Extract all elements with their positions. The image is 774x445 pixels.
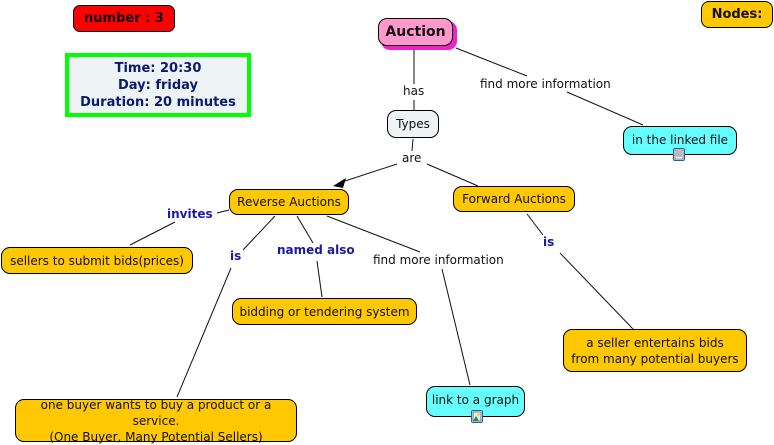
link-invites[interactable]: invites [165,207,215,221]
duration-text: Duration: 20 minutes [80,95,236,110]
line-auction-findmore [455,47,528,77]
seller-line2: from many potential buyers [571,351,739,366]
image-icon[interactable] [471,410,483,423]
line-are-forward [426,163,479,187]
concept-reverse-auctions[interactable]: Reverse Auctions [229,189,349,215]
line-findmore-graph [441,268,471,386]
line-reverse-findmore [326,215,421,253]
line-are-reverse [341,163,398,183]
time-text: Time: 20:30 [114,61,202,76]
concept-types[interactable]: Types [387,110,439,138]
link-is-reverse[interactable]: is [228,249,244,263]
seller-line1: a seller entertains bids [586,335,724,350]
link-find-more-top[interactable]: find more information [478,77,613,91]
link-has[interactable]: has [401,84,427,98]
line-types-are [411,138,414,152]
line-is-seller [559,252,634,330]
link-find-more-reverse[interactable]: find more information [371,253,506,267]
concept-seller-entertains-bids[interactable]: a seller entertains bids from many poten… [563,329,747,372]
concept-auction[interactable]: Auction [378,18,453,46]
document-icon[interactable] [673,148,685,161]
session-info-box: Time: 20:30 Day: friday Duration: 20 min… [65,53,251,117]
concept-sellers-submit-bids[interactable]: sellers to submit bids(prices) [1,247,193,274]
line-is-onebuyer [176,267,232,398]
line-reverse-invites [216,209,230,214]
line-findmore-linkedfile [566,91,644,126]
number-badge: number : 3 [73,5,175,32]
day-text: Day: friday [117,78,199,93]
concept-bidding-system[interactable]: bidding or tendering system [232,298,417,325]
one-buyer-line2: (One Buyer, Many Potential Sellers) [49,429,263,444]
one-buyer-line1: one buyer wants to buy a product or a se… [40,397,272,428]
line-reverse-is [242,215,276,251]
link-are[interactable]: are [400,151,424,165]
concept-forward-auctions[interactable]: Forward Auctions [453,186,575,212]
line-reverse-named [296,215,314,244]
link-is-forward[interactable]: is [541,235,557,249]
line-invites-sellers [129,221,176,246]
line-forward-is [526,213,544,236]
arrowhead-reverse [333,178,346,188]
concept-one-buyer[interactable]: one buyer wants to buy a product or a se… [15,397,297,444]
line-named-bidding [316,260,323,298]
nodes-badge: Nodes: [701,1,773,28]
link-named-also[interactable]: named also [275,243,357,257]
